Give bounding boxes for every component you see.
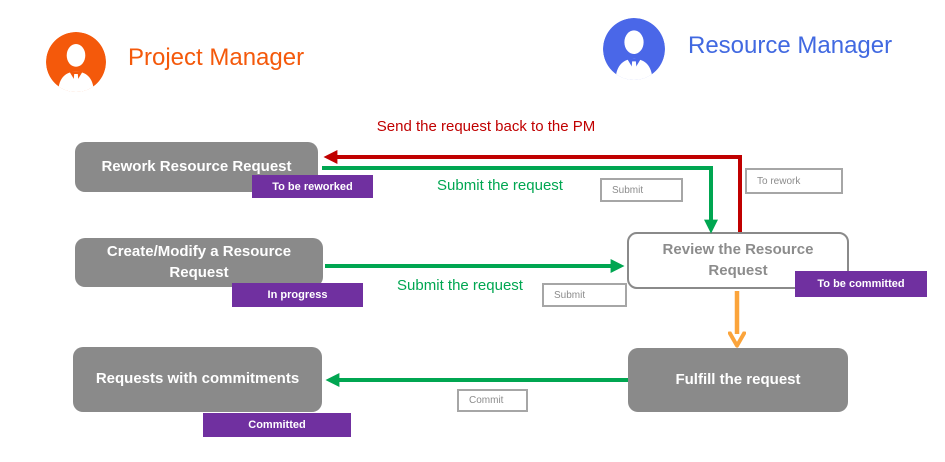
node-fulfill-request: Fulfill the request bbox=[628, 348, 848, 412]
action-box-submit-top: Submit bbox=[600, 178, 683, 202]
badge-label: In progress bbox=[267, 289, 328, 301]
action-label: Submit bbox=[554, 289, 586, 301]
node-label: Create/Modify a Resource Request bbox=[106, 243, 292, 281]
status-badge-in-progress: In progress bbox=[232, 283, 363, 307]
edge-label-submit-request-middle: Submit the request bbox=[397, 277, 523, 294]
person-icon bbox=[46, 32, 106, 92]
person-icon bbox=[603, 18, 665, 80]
project-manager-title: Project Manager bbox=[128, 44, 305, 71]
action-box-submit-middle: Submit bbox=[542, 283, 627, 307]
action-label: Submit bbox=[612, 184, 644, 196]
project-manager-avatar-icon bbox=[46, 32, 106, 92]
status-badge-to-be-committed: To be committed bbox=[795, 271, 927, 297]
resource-manager-title: Resource Manager bbox=[688, 32, 893, 59]
edge-label-submit-request-top: Submit the request bbox=[437, 177, 563, 194]
node-requests-with-commitments: Requests with commitments bbox=[73, 347, 322, 412]
status-badge-committed: Committed bbox=[203, 413, 351, 437]
action-box-commit: Commit bbox=[457, 389, 528, 412]
action-label: Commit bbox=[469, 395, 504, 406]
node-label: Review the Resource Request bbox=[662, 241, 814, 279]
action-box-to-rework: To rework bbox=[745, 168, 843, 194]
node-create-modify-resource-request: Create/Modify a Resource Request bbox=[75, 238, 323, 287]
status-badge-to-be-reworked: To be reworked bbox=[252, 175, 373, 198]
node-label: Rework Resource Request bbox=[101, 157, 292, 175]
action-label: To rework bbox=[757, 175, 801, 187]
badge-label: Committed bbox=[248, 419, 306, 431]
node-review-resource-request: Review the Resource Request bbox=[627, 232, 849, 289]
badge-label: To be reworked bbox=[272, 180, 353, 193]
edge-label-send-back: Send the request back to the PM bbox=[376, 118, 596, 135]
badge-label: To be committed bbox=[817, 278, 905, 290]
resource-manager-avatar-icon bbox=[603, 18, 665, 80]
node-label: Fulfill the request bbox=[675, 370, 801, 388]
node-label: Requests with commitments bbox=[95, 370, 300, 388]
